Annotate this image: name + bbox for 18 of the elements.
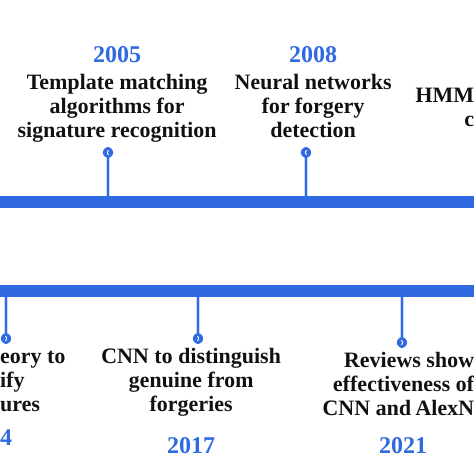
event-description: Neural networks for forgery detection <box>234 70 392 142</box>
stem-line <box>102 146 114 196</box>
event-description: Template matching algorithms for signature recognition <box>17 70 217 142</box>
stem-line <box>0 297 12 344</box>
year-label: 2017 <box>167 433 215 459</box>
event-description: HMM c <box>415 83 474 131</box>
year-label: 2021 <box>379 433 427 459</box>
stem-line <box>396 297 408 348</box>
timeline-bar <box>0 285 474 297</box>
timeline-bar <box>0 196 474 208</box>
year-label: 2005 <box>93 42 141 68</box>
year-label: 2008 <box>289 42 337 68</box>
event-description: Reviews show effectiveness of CNN and AlexN <box>322 348 474 420</box>
event-description: eory to ify ures <box>0 344 66 416</box>
stem-line <box>192 297 204 344</box>
event-description: CNN to distinguish genuine from forgeries <box>101 344 281 416</box>
year-label: 4 <box>0 425 12 451</box>
stem-line <box>300 146 312 196</box>
